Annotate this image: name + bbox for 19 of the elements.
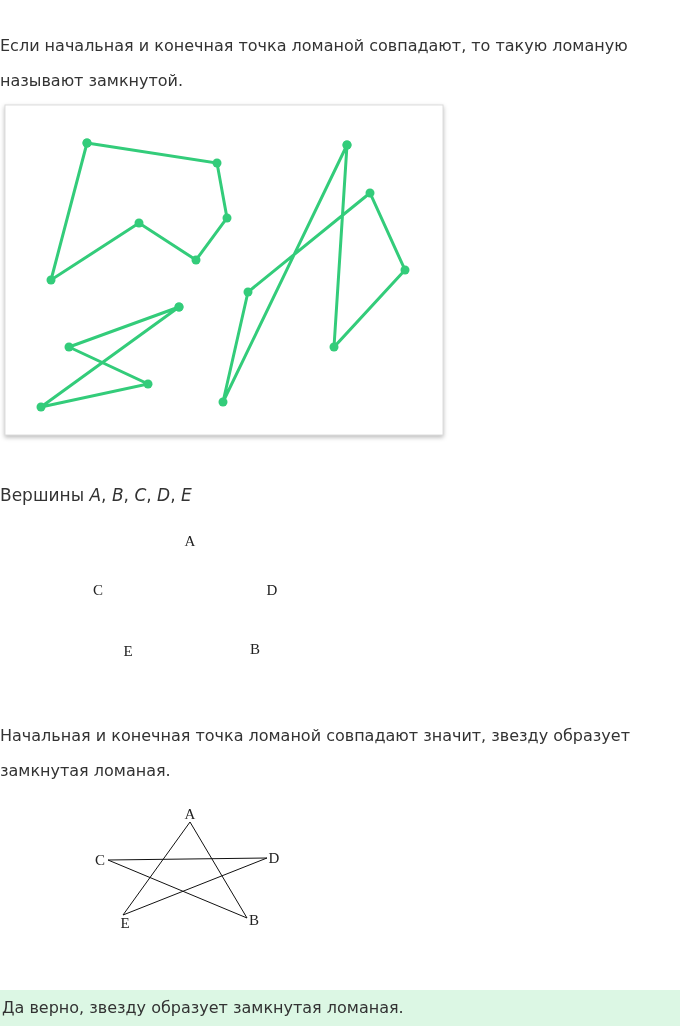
vertex-letter: D: [266, 582, 278, 598]
star-line: [107, 859, 248, 919]
vertex-label: C: [92, 852, 108, 868]
paragraph: Начальная и конечная точка ломаной совпадают значит, звезду образует замкнутая ломаная.: [0, 725, 631, 782]
answer-band: Да верно, звезду образует замкнутая ломаная.: [0, 990, 680, 1026]
vertex-label: E: [118, 915, 132, 931]
vertex-letter: B: [249, 641, 261, 657]
vertex-letter: A: [184, 533, 196, 549]
star-line: [189, 821, 248, 919]
text-line: Вершины A, B, C, D, E: [0, 484, 193, 507]
vertex-letter: E: [122, 643, 134, 659]
vertex-letter: C: [92, 582, 104, 598]
star-line: [122, 857, 268, 916]
star-line: [122, 821, 191, 916]
vertex-label: A: [184, 806, 196, 822]
vertex-label: B: [247, 912, 261, 928]
vertex-label: D: [267, 850, 281, 866]
paragraph: Если начальная и конечная точка ломаной совпадают, то такую ломаную называют замкнутой.: [0, 35, 629, 92]
star-line: [107, 857, 268, 861]
